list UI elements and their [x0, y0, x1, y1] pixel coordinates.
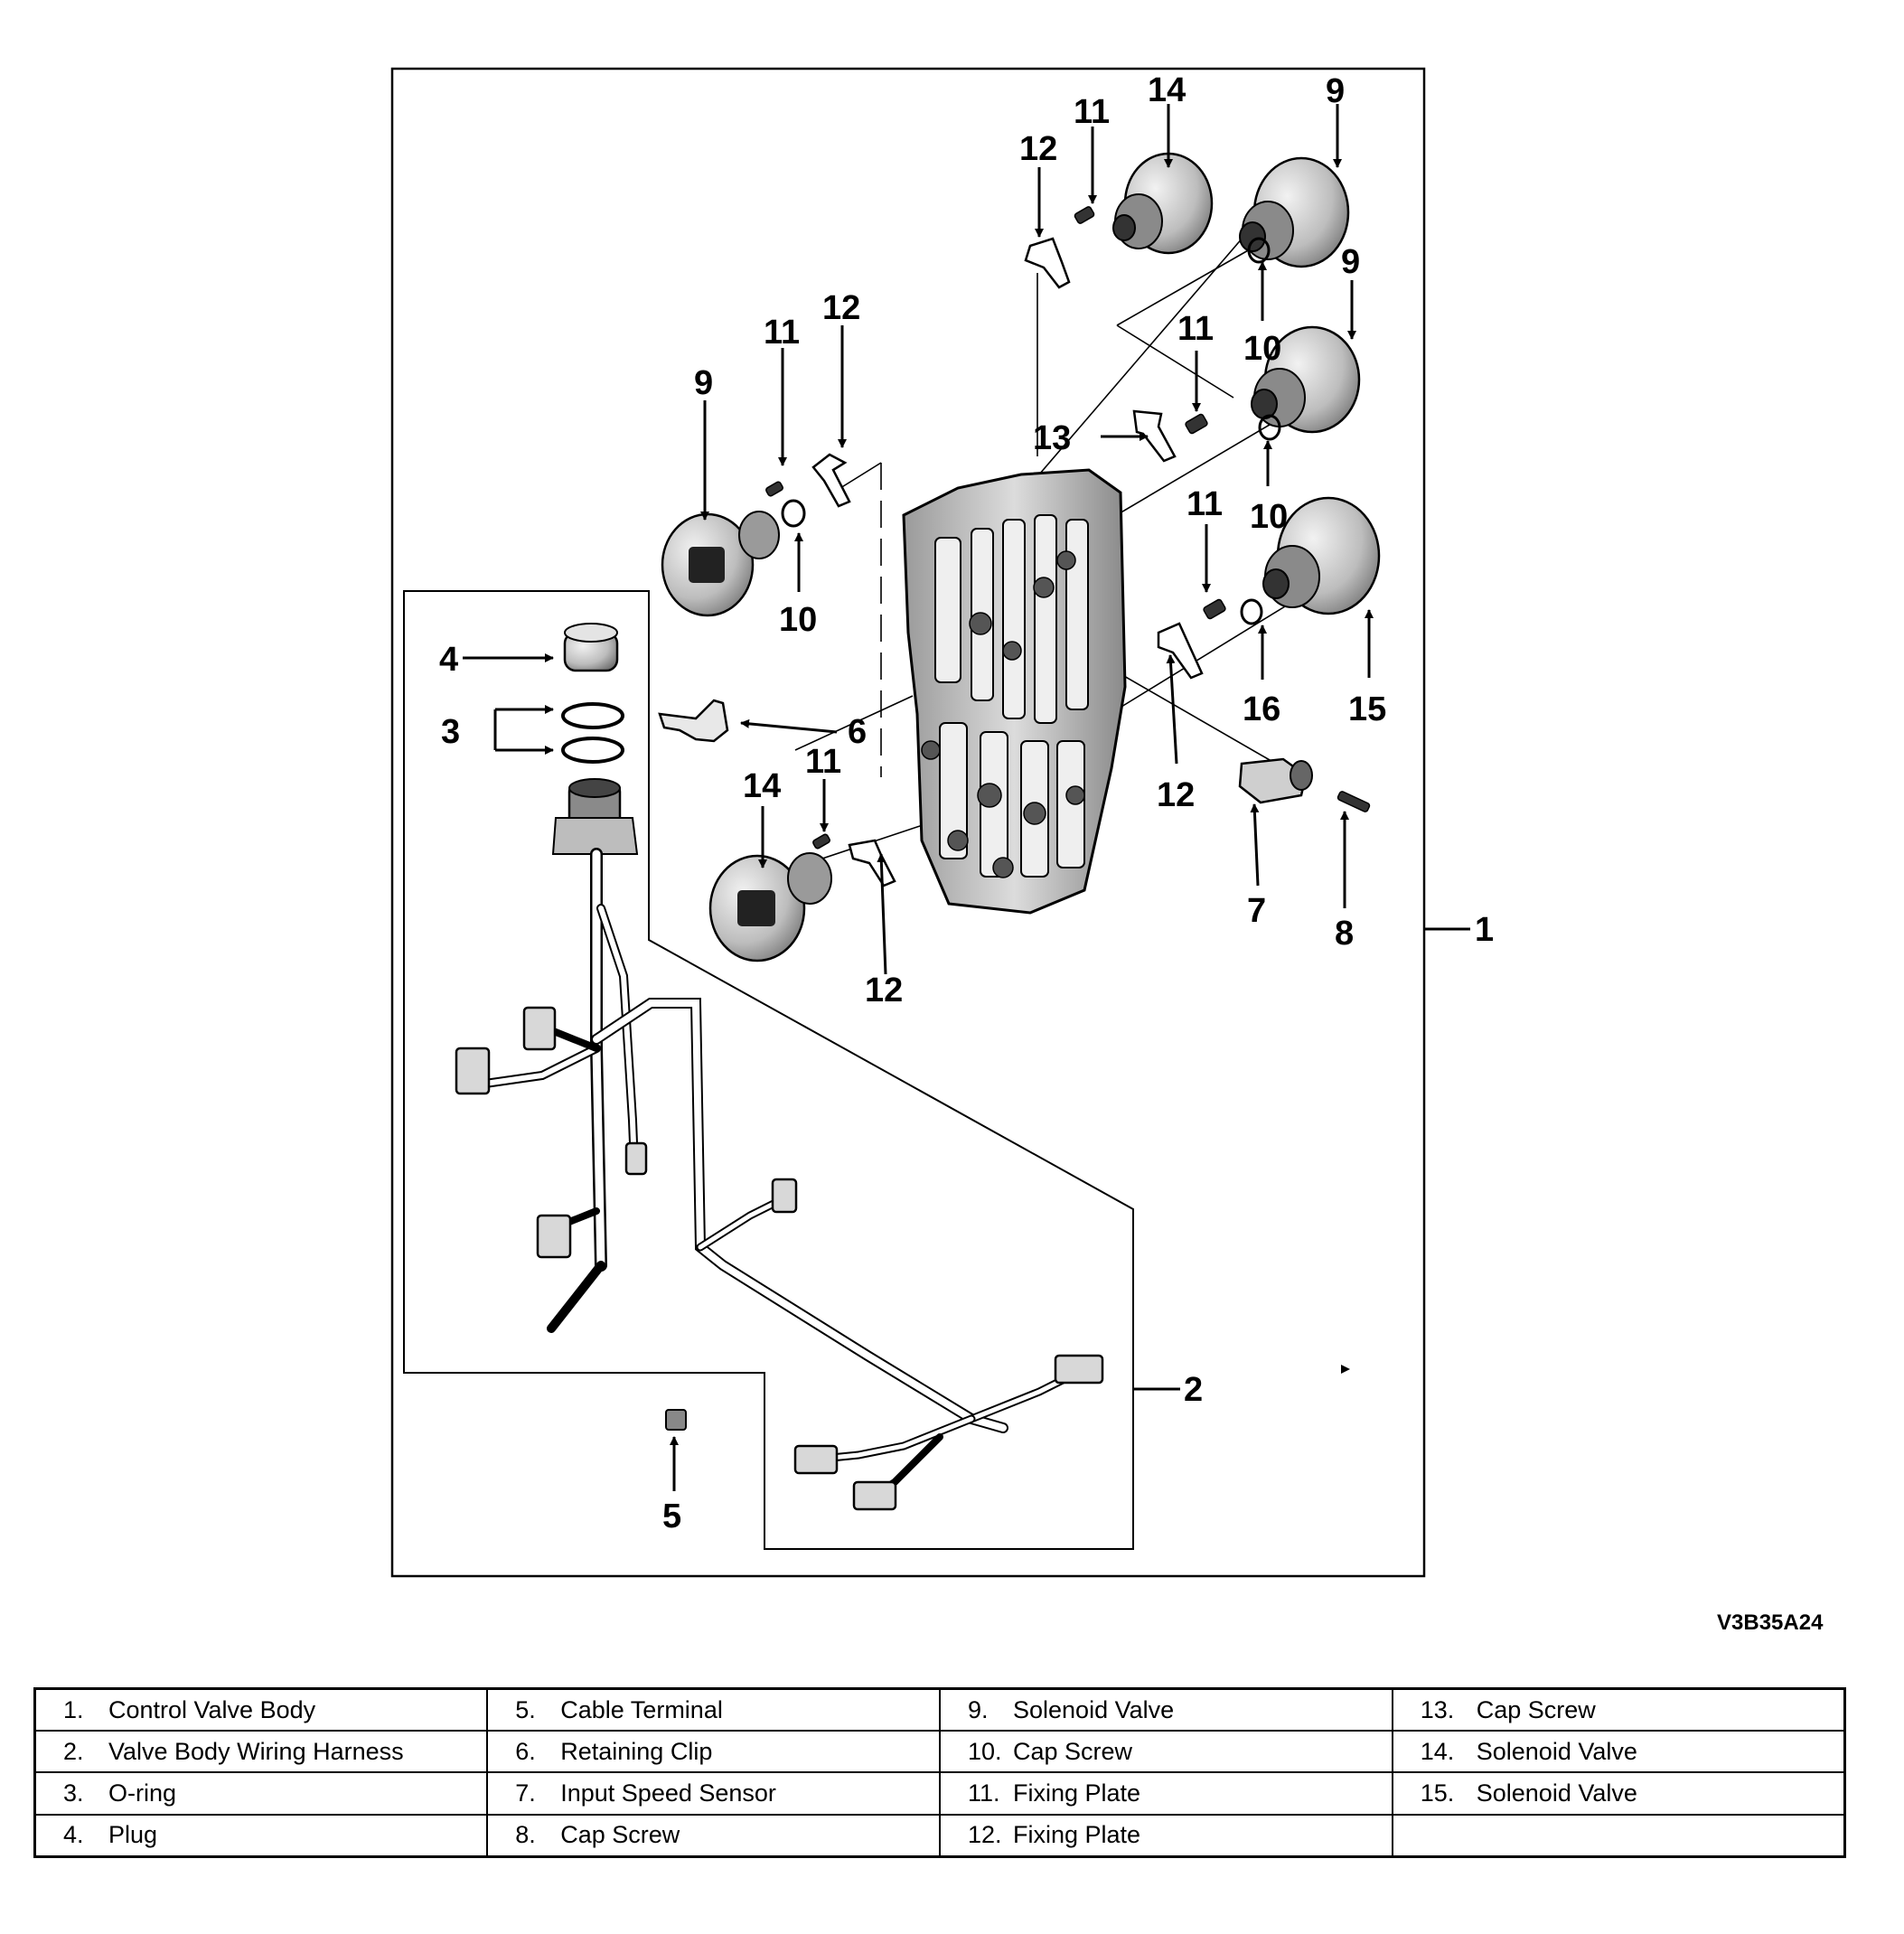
callout-4: 4: [439, 641, 458, 679]
solenoid-valve-9-top: [1239, 156, 1350, 268]
parts-legend-table: 1.Control Valve Body 5.Cable Terminal 9.…: [33, 1687, 1846, 1858]
callout-arrows: [463, 104, 1374, 1491]
harness-connectors: [455, 1006, 1104, 1511]
retaining-clip: [658, 699, 729, 743]
callout-10-top: 10: [1243, 330, 1281, 368]
callout-3: 3: [441, 713, 460, 751]
solenoid-valve-9-middle: [1251, 325, 1361, 434]
plug-and-connector: [551, 623, 639, 855]
legend-cell: 13.Cap Screw: [1391, 1687, 1846, 1732]
solenoid-valve-9-left: [661, 511, 780, 617]
callout-1: 1: [1475, 911, 1494, 949]
solenoid-valve-14-top: [1112, 152, 1214, 255]
callout-8: 8: [1335, 915, 1354, 953]
callout-labels: 1 2 3 4 5 6 7 8 9 9 9 10 10 10 11 11 11 …: [439, 71, 1494, 1535]
legend-cell: 7.Input Speed Sensor: [486, 1771, 941, 1816]
callout-9-top: 9: [1326, 72, 1345, 110]
legend-cell: [1391, 1813, 1846, 1858]
callout-12-right: 12: [1157, 776, 1195, 814]
legend-cell: 6.Retaining Clip: [486, 1730, 941, 1774]
callout-12-top: 12: [1019, 130, 1057, 168]
legend-cell: 15.Solenoid Valve: [1391, 1771, 1846, 1816]
callout-9-middle: 9: [1341, 243, 1360, 281]
figure-id: V3B35A24: [1717, 1610, 1824, 1635]
callout-7: 7: [1247, 892, 1266, 930]
callout-16: 16: [1243, 690, 1280, 728]
callout-6: 6: [848, 713, 867, 751]
callout-11-top: 11: [1074, 93, 1110, 131]
fixing-plates: [811, 237, 1204, 887]
legend-cell: 3.O-ring: [33, 1771, 489, 1816]
legend-cell: 4.Plug: [33, 1813, 489, 1858]
legend-row: 3.O-ring 7.Input Speed Sensor 11.Fixing …: [33, 1771, 1846, 1816]
control-valve-body: [902, 468, 1127, 915]
callout-13: 13: [1033, 419, 1071, 457]
legend-row: 4.Plug 8.Cap Screw 12.Fixing Plate: [33, 1813, 1846, 1858]
callout-14-top: 14: [1148, 71, 1186, 109]
callout-2: 2: [1184, 1371, 1203, 1409]
legend-cell: 14.Solenoid Valve: [1391, 1730, 1846, 1774]
callout-10-left: 10: [779, 601, 817, 639]
exploded-view-diagram: 1 2 3 4 5 6 7 8 9 9 9 10 10 10 11 11 11 …: [390, 67, 1494, 1578]
callout-9-left: 9: [694, 364, 713, 402]
legend-cell: 8.Cap Screw: [486, 1813, 941, 1858]
solenoid-valve-14-bottom: [708, 852, 832, 962]
wiring-harness: [474, 848, 1071, 1495]
legend-cell: 12.Fixing Plate: [939, 1813, 1393, 1858]
wiring-harness-frame: [403, 590, 1134, 1550]
callout-11-right: 11: [1186, 485, 1223, 523]
callout-10-middle: 10: [1250, 498, 1288, 536]
cable-terminal: [665, 1409, 687, 1431]
legend-cell: 11.Fixing Plate: [939, 1771, 1393, 1816]
legend-cell: 2.Valve Body Wiring Harness: [33, 1730, 489, 1774]
callout-11-middle: 11: [1177, 310, 1214, 348]
o-rings: [781, 237, 1281, 625]
callout-11-left: 11: [764, 314, 800, 352]
legend-cell: 10.Cap Screw: [939, 1730, 1393, 1774]
callout-11-bottom: 11: [805, 743, 841, 781]
callout-12-left: 12: [822, 289, 860, 327]
legend-cell: 9.Solenoid Valve: [939, 1687, 1393, 1732]
legend-cell: 1.Control Valve Body: [33, 1687, 489, 1732]
legend-cell: 5.Cable Terminal: [486, 1687, 941, 1732]
solenoid-valve-15: [1262, 496, 1381, 615]
input-speed-sensor: [1238, 757, 1313, 804]
control-valve-body-frame: [390, 67, 1426, 1578]
callout-12-bottom: 12: [865, 972, 903, 1009]
cap-screws: [765, 206, 1371, 850]
callout-14-bottom: 14: [743, 767, 781, 805]
legend-row: 2.Valve Body Wiring Harness 6.Retaining …: [33, 1730, 1846, 1774]
legend-row: 1.Control Valve Body 5.Cable Terminal 9.…: [33, 1687, 1846, 1732]
callout-5: 5: [662, 1497, 681, 1535]
callout-15: 15: [1348, 690, 1386, 728]
